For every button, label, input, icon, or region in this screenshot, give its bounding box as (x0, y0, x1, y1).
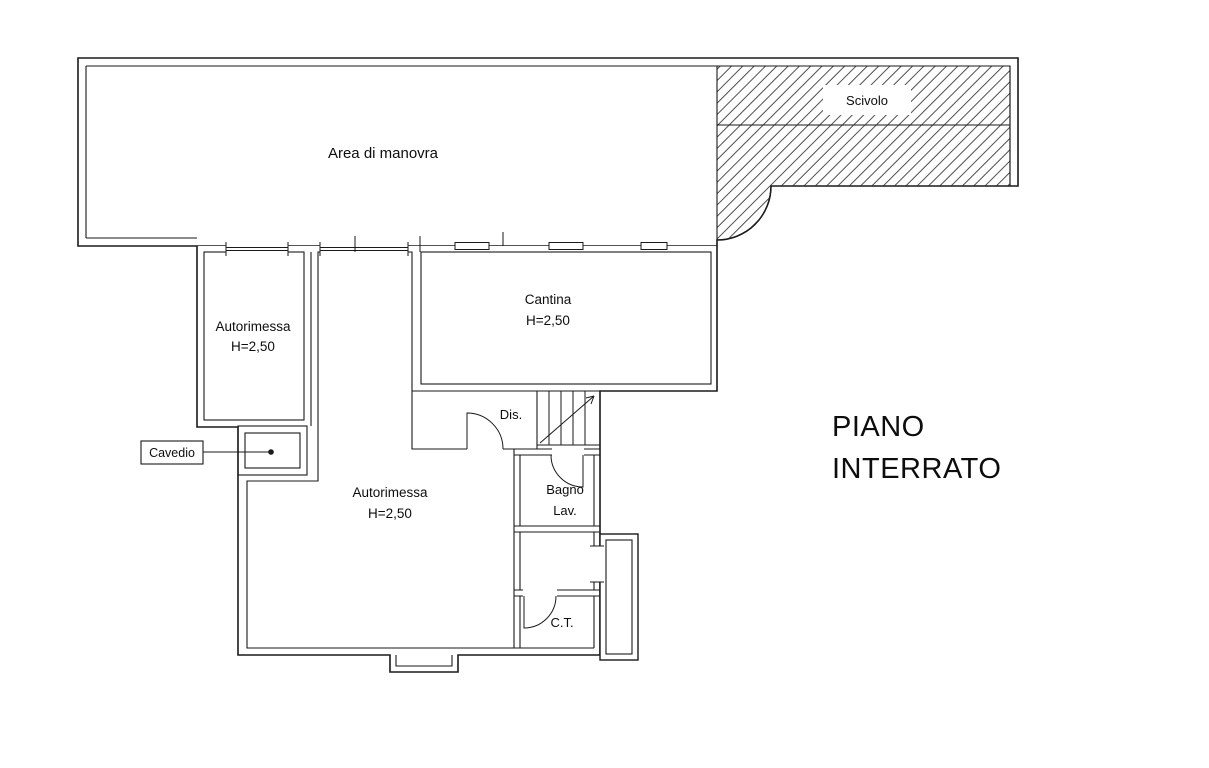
door-arc (550, 454, 584, 488)
cavedio-callout (140, 440, 274, 465)
label-ct: C.T. (550, 615, 573, 630)
garage-door-openings (225, 242, 409, 256)
cavedio-leader-dot (268, 449, 274, 455)
door-arc (466, 412, 504, 450)
label-lav: Lav. (553, 503, 577, 518)
plan-title-line2: INTERRATO (832, 453, 1001, 485)
label-autorimessa-large: Autorimessa (352, 485, 428, 500)
label-bagno: Bagno (546, 482, 584, 497)
label-area-manovra: Area di manovra (328, 145, 439, 162)
plan-title-line1: PIANO (832, 411, 925, 443)
label-autorimessa-large-height: H=2,50 (368, 506, 412, 521)
label-dis: Dis. (500, 407, 522, 422)
scivolo-ramp-hatch (716, 65, 1011, 241)
interior-doors (466, 412, 604, 629)
wall-tick-marks (354, 232, 504, 252)
scivolo-label-background (823, 85, 911, 115)
manoeuvre-area-inner-walls (85, 65, 1011, 239)
label-cantina-height: H=2,50 (526, 313, 570, 328)
label-autorimessa-small: Autorimessa (215, 319, 291, 334)
label-cantina: Cantina (525, 292, 572, 307)
building-outline (196, 246, 718, 673)
interior-walls (203, 251, 712, 667)
label-scivolo: Scivolo (846, 93, 888, 108)
stairs-symbol (537, 391, 600, 446)
door-jambs (590, 545, 604, 583)
plan-title: PIANO INTERRATO (832, 411, 1001, 485)
window-symbols (454, 242, 668, 250)
door-arc (523, 595, 557, 629)
label-autorimessa-small-height: H=2,50 (231, 339, 275, 354)
label-cavedio: Cavedio (149, 446, 195, 460)
room-labels: Area di manovra Scivolo Autorimessa H=2,… (149, 93, 888, 630)
